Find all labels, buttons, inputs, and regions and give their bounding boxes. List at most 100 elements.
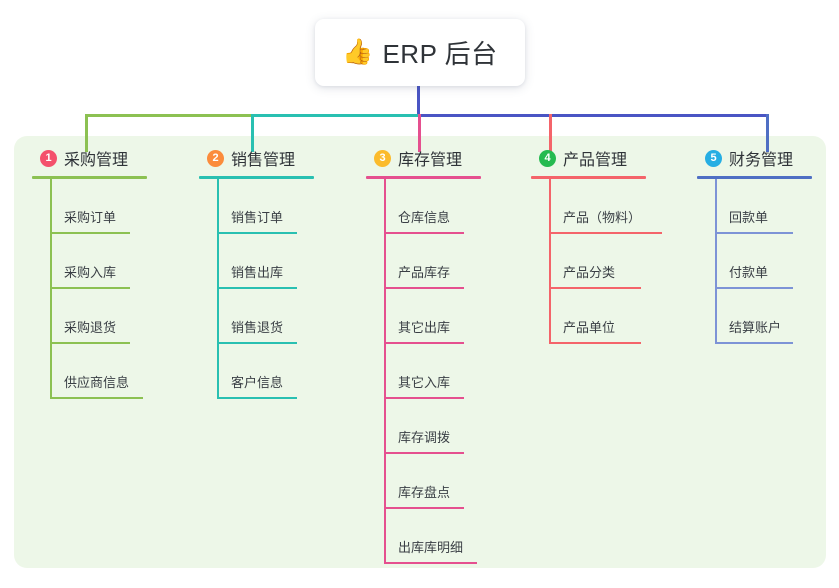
column-badge: 3	[374, 149, 391, 167]
connector-bus-green	[85, 114, 253, 117]
column-underline	[697, 176, 812, 179]
list-item-label: 采购入库	[64, 265, 117, 280]
leaf-stem	[50, 289, 52, 344]
leaf-underline	[50, 232, 130, 234]
list-item[interactable]: 其它入库	[384, 344, 516, 399]
column-items: 产品（物料） 产品分类 产品单位	[531, 179, 691, 344]
column-header-purchasing[interactable]: 1 采购管理	[32, 145, 180, 171]
column-header-finance[interactable]: 5 财务管理	[697, 145, 839, 171]
list-item-label: 采购订单	[64, 210, 117, 225]
list-item-label: 产品（物料）	[563, 210, 642, 225]
column-items: 采购订单 采购入库 采购退货 供应商信息	[32, 179, 180, 399]
list-item-label: 产品库存	[398, 265, 451, 280]
column-finance: 5 财务管理 回款单 付款单 结算账户	[697, 145, 839, 344]
list-item-label: 产品单位	[563, 320, 616, 335]
root-title: ERP 后台	[382, 39, 498, 69]
leaf-underline	[50, 342, 130, 344]
list-item[interactable]: 供应商信息	[50, 344, 180, 399]
column-header-inventory[interactable]: 3 库存管理	[366, 145, 516, 171]
list-item[interactable]: 其它出库	[384, 289, 516, 344]
leaf-underline	[384, 287, 464, 289]
leaf-stem	[384, 234, 386, 289]
column-badge: 1	[40, 149, 57, 167]
column-header-product[interactable]: 4 产品管理	[531, 145, 691, 171]
column-badge: 5	[705, 149, 722, 167]
leaf-stem	[50, 179, 52, 234]
list-item-label: 采购退货	[64, 320, 117, 335]
list-item[interactable]: 销售订单	[217, 179, 347, 234]
list-item[interactable]: 库存盘点	[384, 454, 516, 509]
column-purchasing: 1 采购管理 采购订单 采购入库 采购退货 供应商信	[32, 145, 180, 399]
leaf-underline	[217, 397, 297, 399]
leaf-stem	[217, 344, 219, 399]
column-underline	[199, 176, 314, 179]
list-item-label: 库存盘点	[398, 485, 451, 500]
leaf-stem	[384, 399, 386, 454]
list-item[interactable]: 仓库信息	[384, 179, 516, 234]
list-item[interactable]: 产品库存	[384, 234, 516, 289]
column-title: 采购管理	[64, 152, 129, 169]
column-header-sales[interactable]: 2 销售管理	[199, 145, 347, 171]
list-item-label: 其它入库	[398, 375, 451, 390]
leaf-stem	[549, 289, 551, 344]
leaf-underline	[217, 342, 297, 344]
list-item-label: 销售出库	[231, 265, 284, 280]
list-item[interactable]: 库存调拨	[384, 399, 516, 454]
column-sales: 2 销售管理 销售订单 销售出库 销售退货 客户信息	[199, 145, 347, 399]
list-item-label: 出库库明细	[398, 540, 464, 555]
list-item[interactable]: 采购退货	[50, 289, 180, 344]
leaf-stem	[549, 234, 551, 289]
leaf-stem	[217, 289, 219, 344]
connector-bus-blue	[419, 114, 769, 117]
column-product: 4 产品管理 产品（物料） 产品分类 产品单位	[531, 145, 691, 344]
list-item[interactable]: 采购订单	[50, 179, 180, 234]
list-item[interactable]: 出库库明细	[384, 509, 516, 564]
column-items: 销售订单 销售出库 销售退货 客户信息	[199, 179, 347, 399]
list-item[interactable]: 产品分类	[549, 234, 691, 289]
column-underline	[531, 176, 646, 179]
list-item-label: 销售退货	[231, 320, 284, 335]
leaf-stem	[549, 179, 551, 234]
list-item-label: 付款单	[729, 265, 769, 280]
column-items: 回款单 付款单 结算账户	[697, 179, 839, 344]
connector-drop-col4	[549, 114, 552, 152]
list-item[interactable]: 客户信息	[217, 344, 347, 399]
list-item-label: 产品分类	[563, 265, 616, 280]
connector-drop-col5	[766, 114, 769, 152]
list-item[interactable]: 采购入库	[50, 234, 180, 289]
leaf-stem	[715, 179, 717, 234]
list-item[interactable]: 产品（物料）	[549, 179, 691, 234]
list-item-label: 仓库信息	[398, 210, 451, 225]
leaf-underline	[715, 232, 793, 234]
leaf-underline	[217, 232, 297, 234]
column-underline	[32, 176, 147, 179]
root-node[interactable]: 👍 ERP 后台	[315, 19, 525, 86]
leaf-underline	[384, 562, 477, 564]
leaf-stem	[217, 234, 219, 289]
column-items: 仓库信息 产品库存 其它出库 其它入库 库存调拨	[366, 179, 516, 564]
list-item[interactable]: 回款单	[715, 179, 839, 234]
connector-drop-col1	[85, 114, 88, 152]
list-item[interactable]: 销售退货	[217, 289, 347, 344]
list-item-label: 回款单	[729, 210, 769, 225]
column-badge: 4	[539, 149, 556, 167]
leaf-stem	[384, 289, 386, 344]
list-item[interactable]: 结算账户	[715, 289, 839, 344]
list-item[interactable]: 产品单位	[549, 289, 691, 344]
list-item-label: 供应商信息	[64, 375, 130, 390]
leaf-underline	[549, 342, 641, 344]
leaf-underline	[50, 287, 130, 289]
leaf-underline	[549, 287, 641, 289]
list-item[interactable]: 付款单	[715, 234, 839, 289]
list-item[interactable]: 销售出库	[217, 234, 347, 289]
leaf-underline	[549, 232, 662, 234]
column-title: 财务管理	[729, 152, 794, 169]
leaf-underline	[384, 507, 464, 509]
leaf-underline	[384, 342, 464, 344]
column-underline	[366, 176, 481, 179]
leaf-underline	[384, 397, 464, 399]
leaf-stem	[50, 234, 52, 289]
column-title: 销售管理	[231, 152, 296, 169]
content-panel	[14, 136, 826, 568]
